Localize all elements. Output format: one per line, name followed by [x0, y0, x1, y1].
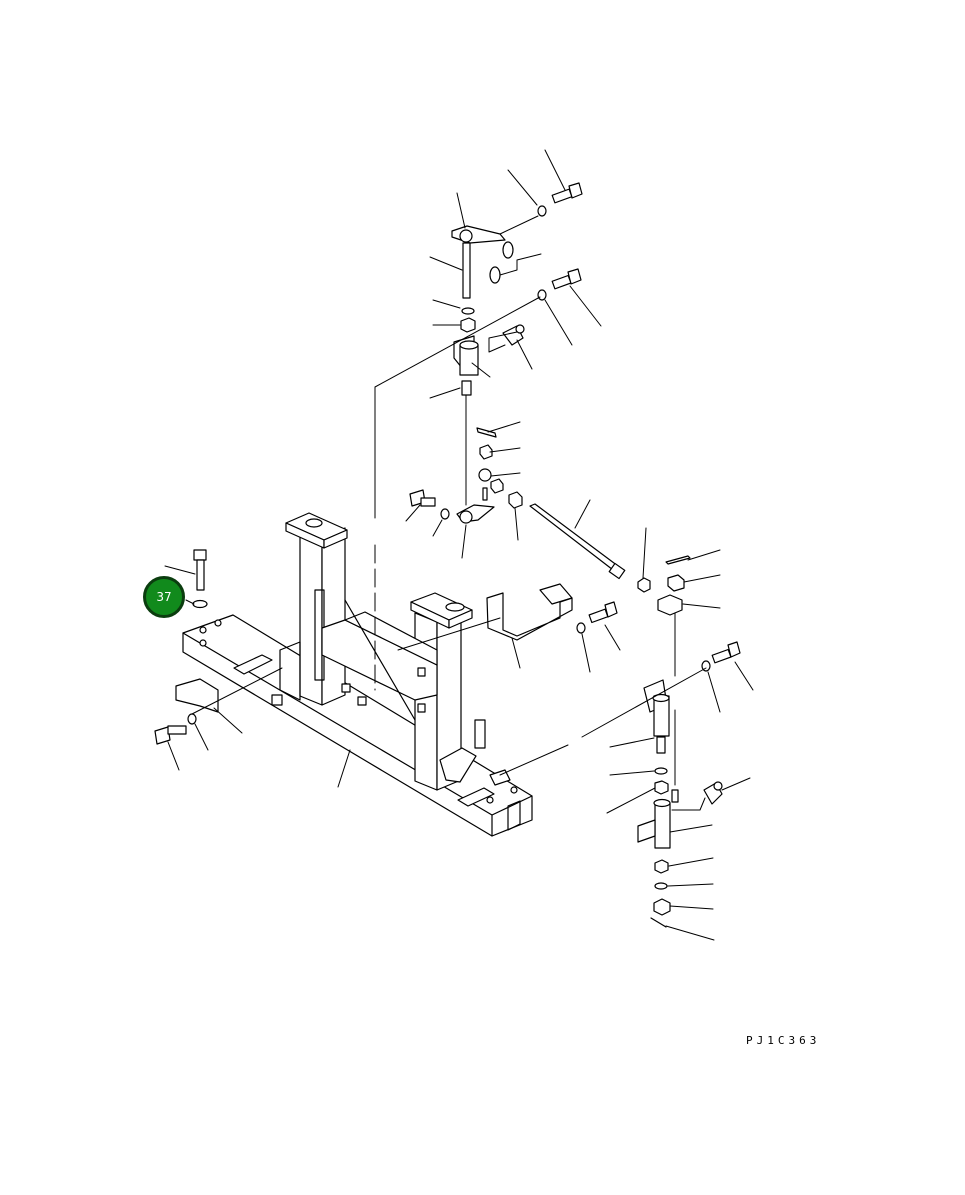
right-bracket	[486, 583, 573, 641]
leader-lines	[164, 149, 754, 941]
upper-link-arm	[451, 225, 514, 333]
bolt-callout-37	[192, 549, 208, 609]
connector-lines	[191, 215, 707, 811]
upper-bolt-2	[537, 268, 582, 301]
drawing-code-label: PJ1C363	[746, 1034, 821, 1047]
right-bracket-bolt	[576, 601, 618, 634]
frame-brackets	[233, 654, 511, 807]
bolt-lower-left	[154, 713, 197, 745]
upper-pivot-bracket	[453, 324, 525, 396]
right-linkage	[637, 555, 741, 928]
middle-parts	[409, 427, 523, 524]
tie-rod	[529, 503, 651, 593]
callout-37-badge[interactable]: 37	[143, 576, 185, 618]
left-bracket	[175, 678, 219, 713]
cross-beam	[279, 599, 438, 721]
upper-bolt-1	[537, 182, 583, 217]
